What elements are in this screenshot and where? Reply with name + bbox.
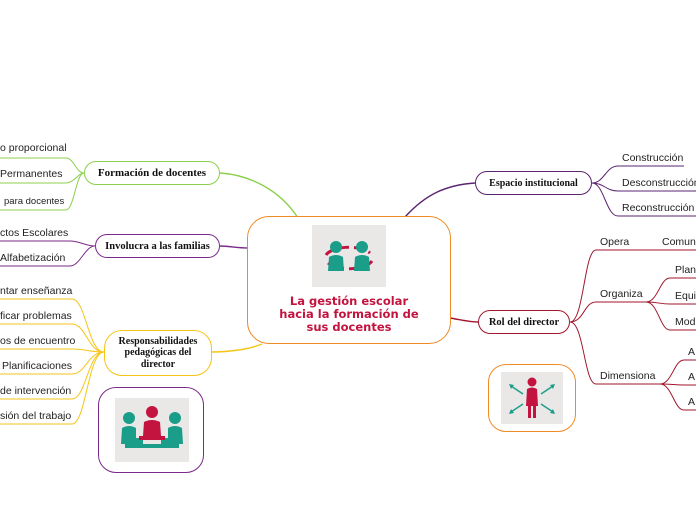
leaf-rol-opera[interactable]: Opera	[600, 236, 630, 248]
connector-resp-6	[0, 351, 105, 425]
connector-resp-4	[0, 351, 105, 375]
branch-responsabilidades[interactable]: Responsabilidades pedagógicas del direct…	[104, 330, 212, 376]
branch-resp-label-line-2: pedagógicas del	[124, 347, 192, 359]
connector-dimensiona-2	[659, 383, 696, 386]
leader-network-icon	[509, 377, 555, 418]
connector-resp-3	[0, 348, 105, 353]
connector-responsabilidades	[211, 343, 263, 353]
leaf-resp-6[interactable]: sión del trabajo	[0, 410, 72, 422]
central-title: La gestión escolar hacia la formación de…	[248, 295, 450, 334]
leaf-organiza-3[interactable]: Mod	[675, 316, 696, 328]
leaf-espacio-3[interactable]: Reconstrucción	[622, 202, 695, 214]
connector-formacion	[219, 172, 299, 219]
branch-rol-director[interactable]: Rol del director	[478, 310, 570, 334]
connector-organiza-2	[645, 301, 696, 305]
central-title-line-3: sus docentes	[306, 320, 392, 334]
meeting-image-card	[98, 387, 204, 473]
connector-resp-2	[0, 323, 105, 353]
leaf-organiza-1[interactable]: Plan	[675, 264, 696, 276]
leaf-rol-dimensiona[interactable]: Dimensiona	[600, 370, 656, 382]
central-image	[312, 225, 386, 287]
branch-espacio-institucional[interactable]: Espacio institucional	[475, 171, 592, 195]
leaf-resp-5[interactable]: de intervención	[0, 385, 72, 397]
connector-resp-5	[0, 351, 105, 400]
connector-formacion-1	[0, 157, 85, 174]
connector-organiza-3	[645, 301, 696, 331]
leaf-resp-2[interactable]: ficar problemas	[0, 310, 72, 322]
connector-dimensiona-3	[659, 383, 696, 411]
branch-espacio-label: Espacio institucional	[489, 177, 578, 189]
connector-dimensiona-1	[659, 359, 696, 385]
leaf-resp-3[interactable]: os de encuentro	[0, 335, 76, 347]
connector-rol-opera	[569, 249, 632, 323]
connector-familias-2	[0, 245, 96, 267]
connector-rol-organiza	[569, 301, 646, 323]
leaf-familias-2[interactable]: Alfabetización	[0, 252, 66, 264]
branch-formacion-docentes[interactable]: Formación de docentes	[84, 161, 220, 185]
leaf-resp-4[interactable]: Planificaciones	[2, 360, 73, 372]
meeting-table-icon	[121, 406, 183, 448]
connector-espacio-1	[591, 165, 684, 184]
connector-formacion-3	[0, 172, 85, 211]
leaf-familias-1[interactable]: ctos Escolares	[0, 227, 69, 239]
leaf-dimensiona-2[interactable]: A	[688, 371, 696, 383]
branch-rol-label: Rol del director	[488, 316, 560, 328]
leaf-dimensiona-3[interactable]: A	[688, 396, 696, 408]
leaf-rol-organiza[interactable]: Organiza	[600, 288, 643, 300]
connector-espacio-2	[591, 182, 696, 192]
leaf-formacion-3[interactable]: para docentes	[4, 196, 65, 207]
leader-image-card	[488, 364, 576, 432]
leaf-resp-1[interactable]: ntar enseñanza	[0, 285, 73, 297]
connector-espacio	[404, 182, 476, 218]
two-people-exchange-icon	[324, 241, 374, 271]
leaf-espacio-1[interactable]: Construcción	[622, 152, 684, 164]
branch-familias-label: Involucra a las familias	[105, 240, 210, 252]
leaf-organiza-2[interactable]: Equi	[675, 290, 696, 302]
central-title-line-1: La gestión escolar	[289, 294, 409, 308]
branch-resp-label-line-1: Responsabilidades	[118, 335, 198, 347]
connector-rol-dimensiona	[569, 321, 660, 385]
connector-familias	[219, 245, 249, 249]
leaf-formacion-1[interactable]: o proporcional	[0, 142, 67, 154]
central-topic[interactable]: La gestión escolar hacia la formación de…	[247, 216, 451, 344]
central-title-line-2: hacia la formación de	[279, 307, 419, 321]
leaf-espacio-2[interactable]: Desconstrucción	[622, 177, 696, 189]
connector-familias-1	[0, 240, 96, 247]
branch-formacion-label: Formación de docentes	[97, 167, 207, 179]
connector-organiza-1	[645, 277, 696, 303]
connector-resp-1	[0, 298, 105, 353]
leaf-formacion-2[interactable]: Permanentes	[0, 168, 63, 180]
connector-espacio-3	[591, 182, 696, 217]
branch-involucra-familias[interactable]: Involucra a las familias	[95, 234, 220, 258]
connector-rol	[449, 317, 479, 323]
leaf-dimensiona-1[interactable]: A	[688, 346, 696, 358]
leaf-opera-1[interactable]: Comun	[662, 236, 696, 248]
branch-resp-label-line-3: director	[140, 358, 176, 370]
